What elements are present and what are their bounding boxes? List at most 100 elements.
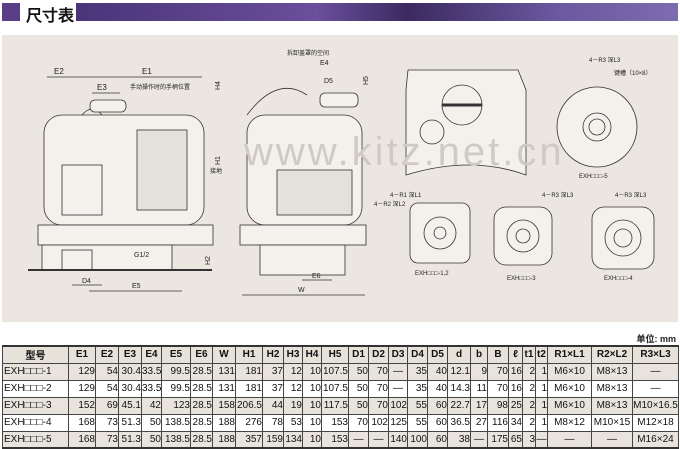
value-cell: 158: [212, 396, 236, 415]
value-cell: 28.5: [190, 362, 213, 381]
value-cell: 10: [302, 430, 322, 449]
column-header: E3: [118, 345, 142, 364]
value-cell: 138.5: [161, 413, 191, 432]
value-cell: 98: [487, 396, 509, 415]
value-cell: 28.5: [190, 430, 213, 449]
value-cell: 159: [262, 430, 284, 449]
value-cell: 1: [535, 396, 548, 415]
cover-space-label: 拆卸盖罩的空间: [287, 49, 329, 57]
value-cell: 99.5: [161, 379, 191, 398]
value-cell: 9: [470, 362, 488, 381]
value-cell: 28.5: [190, 379, 213, 398]
column-header: R2×L2: [591, 345, 633, 364]
svg-text:H2: H2: [205, 256, 212, 265]
r2-hole-label: 4－R2 深L2: [374, 200, 406, 208]
column-header: B: [487, 345, 509, 364]
model-cell: EXH□□□-5: [2, 430, 69, 449]
r3-hole-label-3: 4－R3 深L3: [542, 191, 574, 199]
value-cell: 1: [535, 362, 548, 381]
value-cell: 10: [302, 362, 322, 381]
value-cell: 60: [427, 430, 448, 449]
value-cell: 1: [535, 413, 548, 432]
value-cell: 117.5: [321, 396, 349, 415]
value-cell: 181: [235, 379, 263, 398]
value-cell: 188: [212, 430, 236, 449]
value-cell: 34: [508, 413, 523, 432]
r3-hole-label-4: 4－R3 深L3: [615, 191, 647, 199]
value-cell: 28.5: [190, 396, 213, 415]
value-cell: 38: [447, 430, 471, 449]
value-cell: 12.1: [447, 362, 471, 381]
column-header: d: [447, 345, 471, 364]
value-cell: 37: [262, 362, 284, 381]
column-header: t2: [535, 345, 548, 364]
unit-label: 单位: mm: [636, 334, 676, 344]
value-cell: 107.5: [321, 362, 349, 381]
value-cell: 19: [283, 396, 303, 415]
column-header: D2: [368, 345, 389, 364]
value-cell: 10: [302, 413, 322, 432]
value-cell: 50: [141, 430, 162, 449]
watermark: www.kitz.net.cn: [243, 130, 565, 174]
value-cell: 134: [283, 430, 303, 449]
value-cell: 168: [68, 413, 96, 432]
value-cell: 55: [407, 413, 428, 432]
column-header: H3: [283, 345, 303, 364]
value-cell: 40: [427, 379, 448, 398]
value-cell: 2: [522, 362, 536, 381]
column-header: D1: [348, 345, 369, 364]
value-cell: M6×10: [547, 362, 592, 381]
value-cell: 107.5: [321, 379, 349, 398]
value-cell: 129: [68, 362, 96, 381]
value-cell: 37: [262, 379, 284, 398]
g-thread-label: G1/2: [134, 252, 149, 259]
value-cell: 10: [302, 396, 322, 415]
value-cell: 100: [407, 430, 428, 449]
value-cell: —: [547, 430, 592, 449]
value-cell: 1: [535, 379, 548, 398]
value-cell: M16×24: [632, 430, 679, 449]
value-cell: 70: [487, 379, 509, 398]
value-cell: 175: [487, 430, 509, 449]
svg-text:E5: E5: [132, 283, 141, 290]
value-cell: M6×10: [547, 379, 592, 398]
value-cell: 60: [427, 413, 448, 432]
column-header: E4: [141, 345, 162, 364]
ground-label: 接地: [210, 167, 222, 175]
column-header: W: [212, 345, 236, 364]
column-header: b: [470, 345, 488, 364]
model-cell: EXH□□□-2: [2, 379, 69, 398]
value-cell: 50: [141, 413, 162, 432]
value-cell: 99.5: [161, 362, 191, 381]
column-header: E2: [95, 345, 119, 364]
value-cell: 70: [348, 413, 369, 432]
value-cell: 30.4: [118, 379, 142, 398]
value-cell: 131: [212, 379, 236, 398]
value-cell: 11: [470, 379, 488, 398]
value-cell: M8×13: [591, 396, 633, 415]
r3-hole-label: 4－R3 深L3: [589, 56, 621, 64]
value-cell: M10×15: [591, 413, 633, 432]
value-cell: 30.4: [118, 362, 142, 381]
value-cell: M8×12: [547, 413, 592, 432]
value-cell: 357: [235, 430, 263, 449]
value-cell: 181: [235, 362, 263, 381]
value-cell: 123: [161, 396, 191, 415]
value-cell: 206.5: [235, 396, 263, 415]
value-cell: 78: [262, 413, 284, 432]
model-cell: EXH□□□-4: [2, 413, 69, 432]
value-cell: 51.3: [118, 430, 142, 449]
value-cell: 153: [321, 430, 349, 449]
value-cell: 73: [95, 430, 119, 449]
value-cell: 35: [407, 379, 428, 398]
value-cell: 45.1: [118, 396, 142, 415]
value-cell: 2: [522, 379, 536, 398]
svg-text:D5: D5: [324, 78, 333, 85]
svg-text:W: W: [298, 287, 305, 294]
svg-text:E3: E3: [97, 83, 107, 92]
model-cell: EXH□□□-3: [2, 396, 69, 415]
value-cell: 27: [470, 413, 488, 432]
